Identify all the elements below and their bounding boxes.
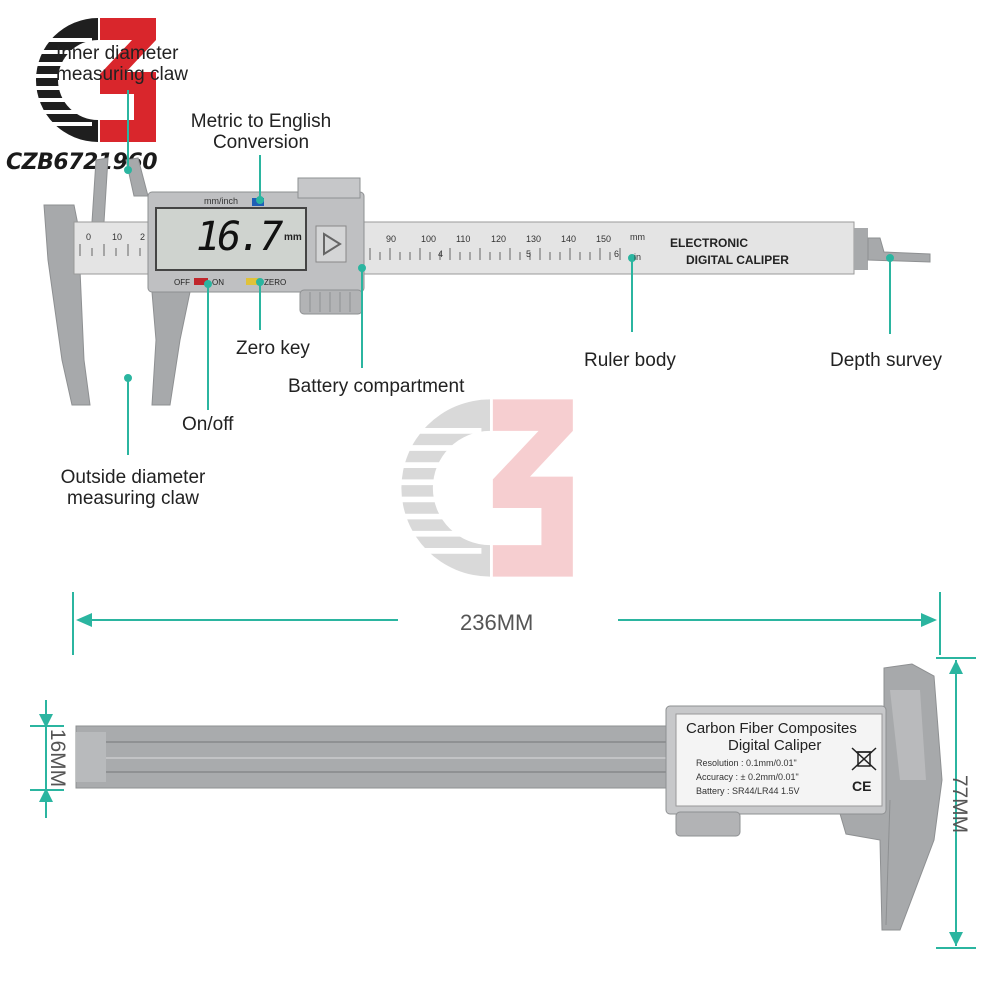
watermark-logo [395, 399, 573, 577]
zero-button-indicator [246, 278, 260, 285]
label-plate [675, 713, 883, 807]
inch-unit-label: in [634, 252, 642, 262]
onoff-button-indicator [194, 278, 208, 285]
ce-mark: CE [852, 778, 872, 794]
left-scale-2: 2 [140, 232, 146, 242]
label-zero-key: Zero key [236, 338, 310, 359]
lcd-unit: mm [284, 232, 302, 243]
mm-scale-90: 90 [386, 234, 397, 244]
unit-toggle-label: mm/inch [204, 196, 239, 206]
inch-scale-5: 5 [526, 249, 532, 259]
plate-spec-battery: Battery : SR44/LR44 1.5V [696, 786, 800, 796]
lcd-screen [155, 207, 307, 271]
label-depth-survey: Depth survey [830, 350, 942, 371]
arrow-button-icon [323, 232, 342, 256]
off-label: OFF [174, 278, 190, 287]
logo-c-arc [32, 17, 98, 142]
dimension-length: 236MM [460, 610, 534, 635]
mm-scale-110: 110 [456, 234, 471, 244]
moving-outside-jaw [151, 291, 191, 406]
dimension-lines [30, 592, 976, 949]
brand-logo [32, 17, 156, 142]
mm-scale-120: 120 [491, 234, 507, 244]
left-scale-0: 0 [86, 232, 92, 242]
depth-rod-shape [867, 237, 931, 263]
plate-spec-accuracy: Accuracy : ± 0.2mm/0.01" [696, 772, 799, 782]
caliper-bottom-illustration [75, 663, 943, 931]
label-ruler-body: Ruler body [584, 350, 676, 371]
weee-bin-icon [851, 747, 877, 771]
mm-unit-label: mm [630, 232, 645, 242]
thumb-wheel [299, 289, 363, 315]
mm-scale-100: 100 [421, 234, 437, 244]
body-text-line2: DIGITAL CALIPER [686, 253, 789, 267]
plate-title-line2: Digital Caliper [728, 737, 822, 754]
label-battery: Battery compartment [288, 376, 465, 397]
inch-scale-6: 6 [614, 249, 620, 259]
body-text-line1: ELECTRONIC [670, 236, 748, 250]
lcd-reading: 16.7 [196, 214, 283, 260]
fixed-inside-jaw [91, 157, 109, 223]
on-label: ON [212, 278, 224, 287]
label-outside-claw: Outside diameter measuring claw [60, 467, 206, 509]
moving-inside-jaw [125, 157, 149, 197]
plate-title-line1: Carbon Fiber Composites [686, 720, 857, 737]
mm-scale-140: 140 [561, 234, 577, 244]
logo-z-shape [100, 18, 156, 142]
label-inner-claw: Inner diameter measuring claw [56, 43, 188, 85]
plate-spec-resolution: Resolution : 0.1mm/0.01" [696, 758, 797, 768]
inch-scale-4: 4 [438, 249, 444, 259]
mm-scale-130: 130 [526, 234, 542, 244]
mm-scale-150: 150 [596, 234, 612, 244]
left-scale-10: 10 [112, 232, 123, 242]
zero-label: ZERO [264, 278, 287, 287]
label-metric-conversion: Metric to English Conversion [190, 111, 332, 153]
label-on-off: On/off [182, 414, 234, 435]
caliper-top-illustration [43, 90, 931, 455]
